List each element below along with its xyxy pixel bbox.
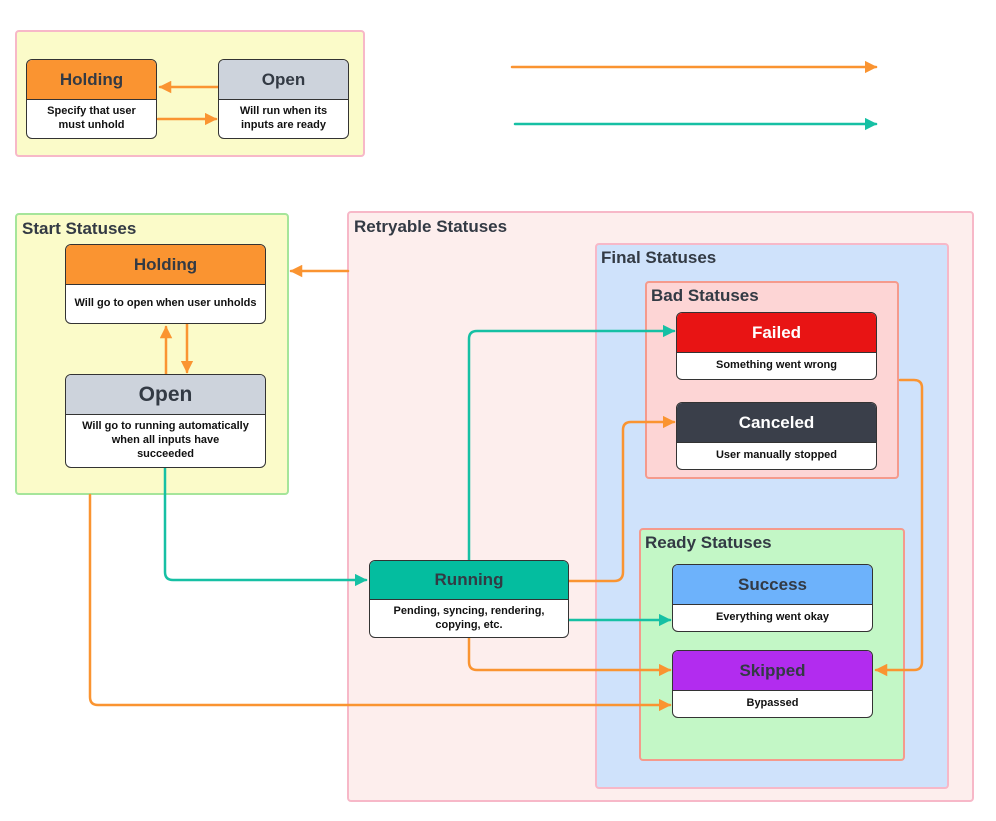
failed-desc: Something went wrong [716,359,837,372]
final-statuses-title: Final Statuses [601,248,717,267]
start-to-skipped-arrow [88,493,672,712]
open-desc: Will go to running automatically when al… [82,420,249,460]
success-title: Success [738,574,807,594]
open-node: Open Will go to running automatically wh… [65,374,266,468]
failed-node: Failed Something went wrong [676,312,877,380]
running-header: Running [370,561,568,600]
canceled-title: Canceled [738,412,815,432]
skipped-header: Skipped [673,651,872,691]
start-statuses-title: Start Statuses [22,219,137,238]
bad-statuses-title: Bad Statuses [651,286,759,305]
legend-holding-node: Holding Specify that user must unhold [26,59,157,139]
holding-header: Holding [66,245,265,285]
legend-open-node: Open Will run when its inputs are ready [218,59,349,139]
running-to-skipped-arrow [467,635,672,677]
holding-desc: Will go to open when user unholds [74,297,257,310]
canceled-header: Canceled [677,403,876,443]
running-desc: Pending, syncing, rendering, copying, et… [393,604,545,631]
holding-title: Holding [133,254,198,274]
bad-to-skipped-arrow [874,378,924,677]
running-to-failed-arrow [467,324,676,564]
legend-holding-title: Holding [59,69,124,89]
success-header: Success [673,565,872,605]
skipped-desc: Bypassed [746,697,799,710]
success-node: Success Everything went okay [672,564,873,632]
legend-holding-desc: Specify that user must unhold [47,105,136,131]
open-to-running-arrow [163,465,368,587]
canceled-desc: User manually stopped [715,449,838,462]
running-title: Running [434,570,504,589]
skipped-title: Skipped [739,660,806,680]
legend-open-title: Open [261,69,306,89]
holding-node: Holding Will go to open when user unhold… [65,244,266,324]
canceled-node: Canceled User manually stopped [676,402,877,470]
skipped-node: Skipped Bypassed [672,650,873,718]
success-desc: Everything went okay [715,611,830,624]
running-to-canceled-arrow [567,415,676,583]
running-node: Running Pending, syncing, rendering, cop… [369,560,569,638]
ready-statuses-title: Ready Statuses [645,533,772,552]
legend-open-desc: Will run when its inputs are ready [239,105,328,131]
legend-open-header: Open [219,60,348,100]
retryable-statuses-title: Retryable Statuses [354,217,508,236]
failed-title: Failed [751,322,802,342]
legend-holding-header: Holding [27,60,156,100]
failed-header: Failed [677,313,876,353]
open-title: Open [138,382,193,406]
open-header: Open [66,375,265,415]
